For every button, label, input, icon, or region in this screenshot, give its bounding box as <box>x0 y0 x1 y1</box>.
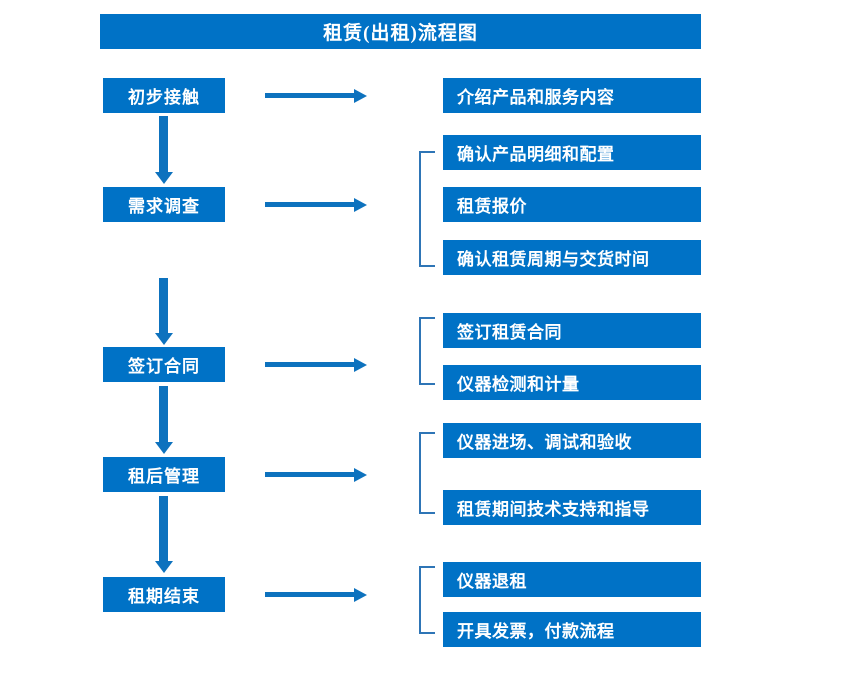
link-arrow-right-1 <box>265 93 355 98</box>
detail-node-7[interactable]: 仪器进场、调试和验收 <box>443 423 701 458</box>
group-bracket-5 <box>419 566 435 634</box>
detail-node-6[interactable]: 仪器检测和计量 <box>443 365 701 400</box>
detail-node-3[interactable]: 租赁报价 <box>443 187 701 222</box>
stage-node-3[interactable]: 签订合同 <box>103 347 225 382</box>
stage-node-4[interactable]: 租后管理 <box>103 457 225 492</box>
detail-node-5[interactable]: 签订租赁合同 <box>443 313 701 348</box>
stage-node-5[interactable]: 租期结束 <box>103 577 225 612</box>
stage-node-1[interactable]: 初步接触 <box>103 78 225 113</box>
detail-node-4[interactable]: 确认租赁周期与交货时间 <box>443 240 701 275</box>
detail-node-1[interactable]: 介绍产品和服务内容 <box>443 78 701 113</box>
detail-node-10[interactable]: 开具发票，付款流程 <box>443 612 701 647</box>
link-arrow-right-5 <box>265 592 355 597</box>
link-arrow-right-2 <box>265 202 355 207</box>
detail-node-2[interactable]: 确认产品明细和配置 <box>443 135 701 170</box>
group-bracket-3 <box>419 317 435 385</box>
link-arrow-right-4 <box>265 472 355 477</box>
detail-node-8[interactable]: 租赁期间技术支持和指导 <box>443 490 701 525</box>
chart-title-banner: 租赁(出租)流程图 <box>100 14 701 49</box>
flow-arrow-down-1 <box>159 116 168 173</box>
flow-arrow-down-4 <box>159 496 168 562</box>
link-arrow-right-3 <box>265 362 355 367</box>
flow-arrow-down-3 <box>159 386 168 443</box>
group-bracket-4 <box>419 432 435 514</box>
group-bracket-2 <box>419 151 435 267</box>
stage-node-2[interactable]: 需求调查 <box>103 187 225 222</box>
detail-node-9[interactable]: 仪器退租 <box>443 562 701 597</box>
flow-arrow-down-2 <box>159 278 168 334</box>
